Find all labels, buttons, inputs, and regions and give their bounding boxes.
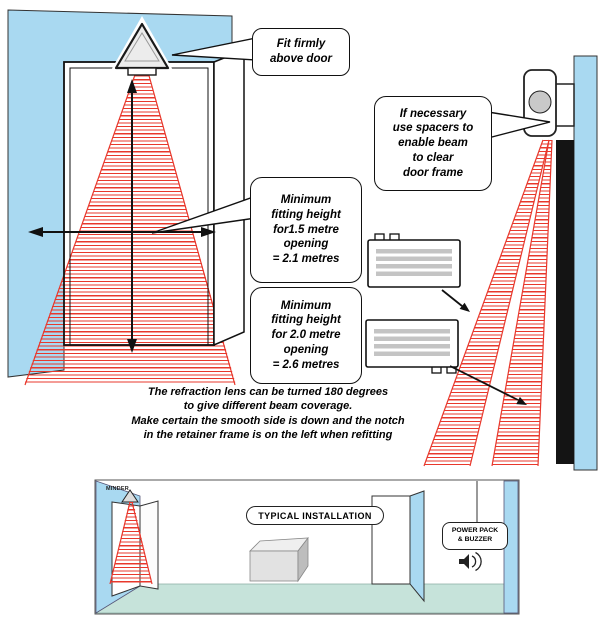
door-edge-bar xyxy=(556,140,574,464)
lens-ridge xyxy=(374,336,450,341)
lens-ridge xyxy=(374,344,450,349)
lens-ridge xyxy=(376,264,452,269)
lens-to-beam-arrows xyxy=(441,289,527,405)
refraction-lens-orientation-2 xyxy=(365,319,459,374)
room-crate xyxy=(249,536,309,583)
lens-ridge xyxy=(376,249,452,254)
callout-min-height-1-5m: Minimum fitting height for1.5 metre open… xyxy=(250,177,362,283)
refraction-lens-note: The refraction lens can be turned 180 de… xyxy=(131,386,405,441)
side-view-scene xyxy=(523,55,598,471)
door-sensor-icon xyxy=(110,16,174,76)
lens-ridge xyxy=(376,271,452,276)
height-measure-arrow xyxy=(127,79,137,353)
lens-ridge xyxy=(374,351,450,356)
lens-ridge xyxy=(376,256,452,261)
callout-min-height-2-0m: Minimum fitting height for 2.0 metre ope… xyxy=(250,287,362,384)
buzzer-icon xyxy=(459,551,482,572)
tail-fit-firmly xyxy=(171,37,257,61)
door-frame xyxy=(63,61,215,346)
refraction-lens-orientation-1 xyxy=(367,233,461,288)
room-mid-door-leaf xyxy=(409,490,425,603)
typical-installation-label: TYPICAL INSTALLATION xyxy=(246,506,384,525)
power-pack-buzzer-label: POWER PACK & BUZZER xyxy=(442,522,508,550)
width-measure-arrow xyxy=(28,227,216,237)
lens-ridge xyxy=(374,329,450,334)
open-door-leaf xyxy=(213,48,245,347)
tail-spacers xyxy=(487,111,551,139)
beam-outlines xyxy=(24,71,553,585)
callout-fit-firmly: Fit firmly above door xyxy=(252,28,350,76)
minder-brand-label: MINDER xyxy=(106,486,129,492)
callout-use-spacers: If necessary use spacers to enable beam … xyxy=(374,96,492,191)
bracket-knob xyxy=(528,90,552,114)
